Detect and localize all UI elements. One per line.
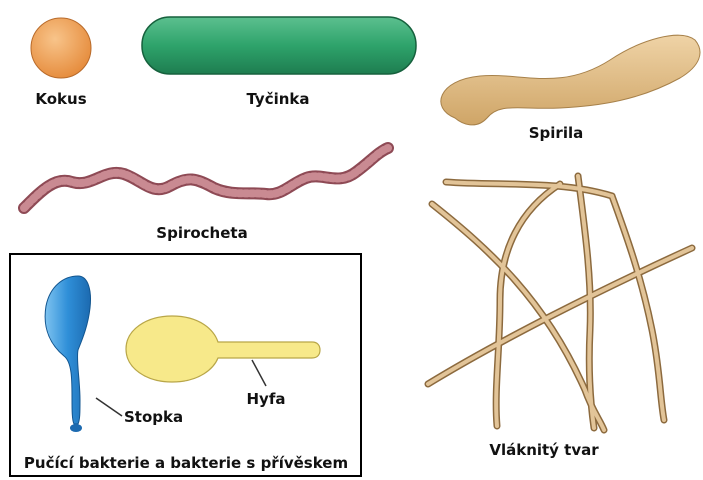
- hypha-pointer: [252, 360, 266, 386]
- stalk-pointer: [96, 398, 122, 416]
- spirillum-cell: [441, 35, 700, 125]
- spirochete-label: Spirocheta: [156, 224, 247, 242]
- coccus-cell: [31, 18, 91, 78]
- rod-cell: [142, 17, 416, 74]
- filamentous-label: Vláknitý tvar: [489, 441, 599, 459]
- budding-cell: [45, 276, 90, 424]
- hyphal-cell: [126, 316, 320, 382]
- coccus-label: Kokus: [35, 90, 86, 108]
- stalk-label: Stopka: [124, 408, 183, 426]
- filamentous-cells: [428, 176, 692, 430]
- rod-label: Tyčinka: [246, 90, 309, 108]
- hypha-label: Hyfa: [247, 390, 286, 408]
- spirillum-label: Spirila: [529, 124, 584, 142]
- box-caption: Pučící bakterie a bakterie s přívěskem: [24, 454, 348, 472]
- stalk-holdfast: [70, 424, 82, 432]
